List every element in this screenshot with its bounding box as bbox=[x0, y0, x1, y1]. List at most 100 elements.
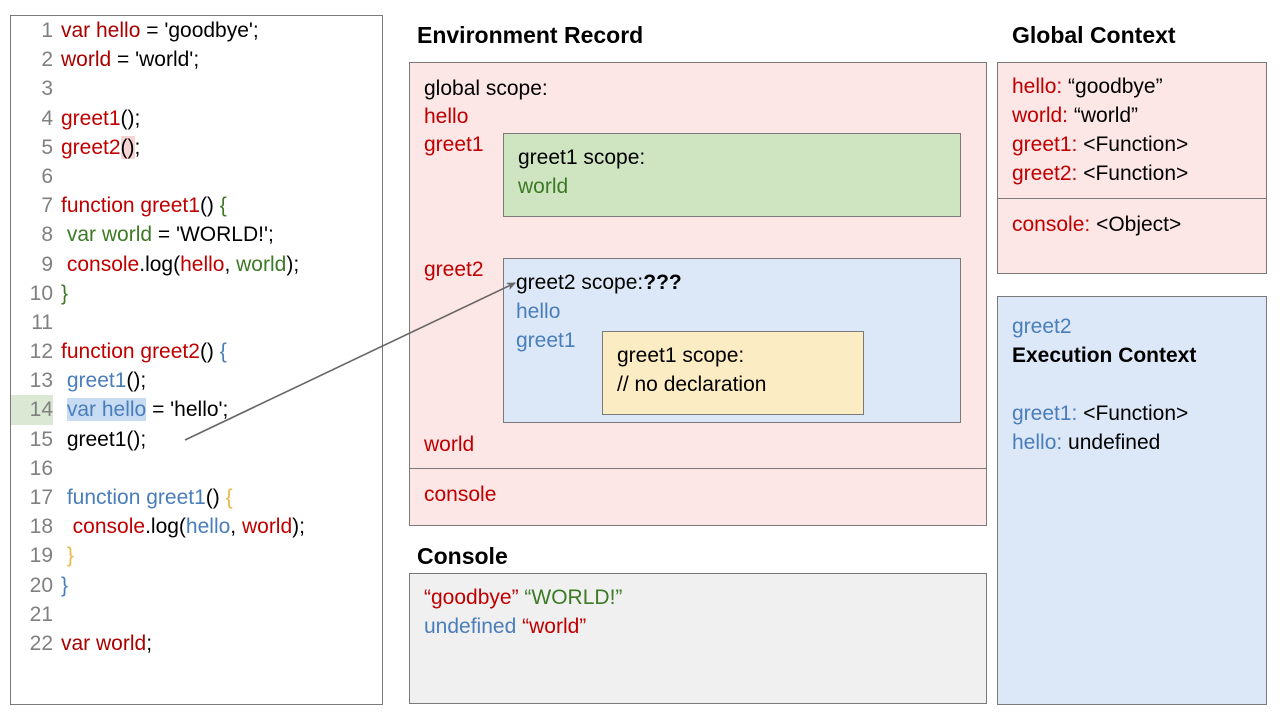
code-text: function greet2() { bbox=[53, 340, 227, 363]
greet1-scope-var-world: world bbox=[518, 175, 569, 198]
code-line[interactable]: 20} bbox=[11, 571, 382, 600]
line-number: 8 bbox=[41, 223, 53, 247]
code-token: { bbox=[219, 340, 227, 364]
console-box[interactable]: “goodbye” “WORLD!” undefined “world” bbox=[409, 573, 987, 704]
global-var-greet2: greet2: <Function> bbox=[1012, 162, 1189, 185]
code-line[interactable]: 15 greet1(); bbox=[11, 425, 382, 454]
code-line[interactable]: 17 function greet1() { bbox=[11, 483, 382, 512]
code-token: var hello bbox=[66, 398, 147, 422]
code-line[interactable]: 14 var hello = 'hello'; bbox=[11, 395, 382, 425]
env-entry-console: console bbox=[424, 483, 497, 506]
env-entry-greet2: greet2 bbox=[424, 258, 484, 281]
execution-context-var-hello: hello: undefined bbox=[1012, 431, 1161, 454]
line-number: 12 bbox=[29, 340, 53, 364]
code-text bbox=[53, 77, 61, 100]
code-token: world bbox=[61, 48, 112, 72]
global-scope-label: global scope: bbox=[424, 77, 548, 100]
environment-record-console-row: console bbox=[410, 469, 986, 525]
global-context-title: Global Context bbox=[1012, 22, 1176, 48]
line-number: 20 bbox=[29, 573, 53, 597]
code-token: (); bbox=[126, 369, 147, 393]
greet2-execution-context-box: greet2 Execution Context greet1: <Functi… bbox=[997, 296, 1267, 705]
code-token: function greet1 bbox=[61, 194, 200, 218]
console-row: undefined “world” bbox=[424, 615, 586, 639]
code-token: var hello bbox=[61, 19, 141, 42]
console-token: undefined bbox=[424, 615, 517, 638]
code-token: ; bbox=[146, 631, 153, 655]
global-var-greet1: greet1: <Function> bbox=[1012, 133, 1189, 156]
code-line[interactable]: 21 bbox=[11, 600, 382, 629]
line-number: 4 bbox=[41, 106, 53, 130]
code-line[interactable]: 10} bbox=[11, 279, 382, 308]
line-number: 15 bbox=[29, 427, 53, 451]
code-token: hello bbox=[180, 252, 225, 276]
code-line[interactable]: 8 var world = 'WORLD!'; bbox=[11, 220, 382, 249]
code-token: .log( bbox=[145, 515, 186, 539]
greet2-scope-var-hello: hello bbox=[516, 300, 561, 323]
console-title: Console bbox=[417, 543, 508, 569]
nested-greet1-scope-title: greet1 scope: bbox=[617, 344, 745, 367]
line-number: 11 bbox=[31, 310, 53, 334]
code-text: console.log(hello, world); bbox=[53, 253, 299, 276]
code-token: = 'hello'; bbox=[146, 398, 229, 422]
line-number: 1 bbox=[41, 19, 53, 42]
code-line[interactable]: 1 var hello = 'goodbye'; bbox=[11, 16, 382, 45]
code-token: } bbox=[66, 544, 74, 568]
line-number: 21 bbox=[29, 602, 53, 626]
code-token: = 'goodbye'; bbox=[140, 19, 259, 42]
code-line[interactable]: 6 bbox=[11, 162, 382, 191]
code-token: ; bbox=[134, 135, 141, 159]
env-entry-world: world bbox=[424, 433, 475, 456]
nested-greet1-scope-box: greet1 scope: // no declaration bbox=[602, 331, 864, 415]
environment-record-title: Environment Record bbox=[417, 22, 644, 48]
code-token: } bbox=[61, 281, 69, 305]
code-line[interactable]: 11 bbox=[11, 308, 382, 337]
code-line[interactable]: 16 bbox=[11, 454, 382, 483]
code-text: } bbox=[53, 574, 68, 597]
code-text: console.log(hello, world); bbox=[53, 515, 305, 538]
line-number: 19 bbox=[29, 544, 53, 568]
code-token: console bbox=[72, 515, 146, 539]
code-token: var world bbox=[61, 631, 147, 655]
code-text: greet2(); bbox=[53, 135, 141, 159]
code-text: var world = 'WORLD!'; bbox=[53, 223, 274, 246]
console-token: “goodbye” bbox=[424, 586, 519, 609]
code-line[interactable]: 3 bbox=[11, 74, 382, 103]
greet2-scope-title-row: greet2 scope:??? bbox=[516, 271, 682, 295]
code-token: = 'WORLD!'; bbox=[152, 223, 274, 247]
console-token: “world” bbox=[522, 615, 587, 638]
environment-record-box: global scope: hello greet1 greet2 world … bbox=[409, 62, 987, 526]
env-entry-hello: hello bbox=[424, 105, 469, 128]
code-token: world bbox=[236, 252, 287, 276]
line-number: 18 bbox=[29, 515, 53, 539]
global-context-console-row: console: <Object> bbox=[998, 199, 1266, 273]
code-line[interactable]: 18 console.log(hello, world); bbox=[11, 512, 382, 541]
code-token bbox=[61, 398, 67, 421]
code-text bbox=[53, 603, 61, 626]
code-token: () bbox=[120, 135, 135, 159]
line-number: 13 bbox=[29, 369, 53, 393]
code-text: greet1(); bbox=[53, 428, 146, 451]
environment-record-main: global scope: hello greet1 greet2 world … bbox=[410, 63, 986, 469]
code-line[interactable]: 19 } bbox=[11, 541, 382, 570]
nested-greet1-scope-comment: // no declaration bbox=[617, 373, 767, 396]
code-line[interactable]: 9 console.log(hello, world); bbox=[11, 250, 382, 279]
code-token: () bbox=[205, 486, 226, 509]
greet2-scope-title: greet2 scope: bbox=[516, 271, 644, 294]
code-text: greet1(); bbox=[53, 107, 140, 130]
code-token: function greet2 bbox=[61, 340, 200, 364]
code-text bbox=[53, 165, 61, 188]
console-row: “goodbye” “WORLD!” bbox=[424, 586, 622, 610]
code-line[interactable]: 13 greet1(); bbox=[11, 366, 382, 395]
code-text: function greet1() { bbox=[53, 486, 233, 509]
code-token: var world bbox=[66, 223, 153, 247]
global-context-vars: hello: “goodbye” world: “world” greet1: … bbox=[998, 63, 1266, 199]
code-text bbox=[53, 457, 61, 480]
